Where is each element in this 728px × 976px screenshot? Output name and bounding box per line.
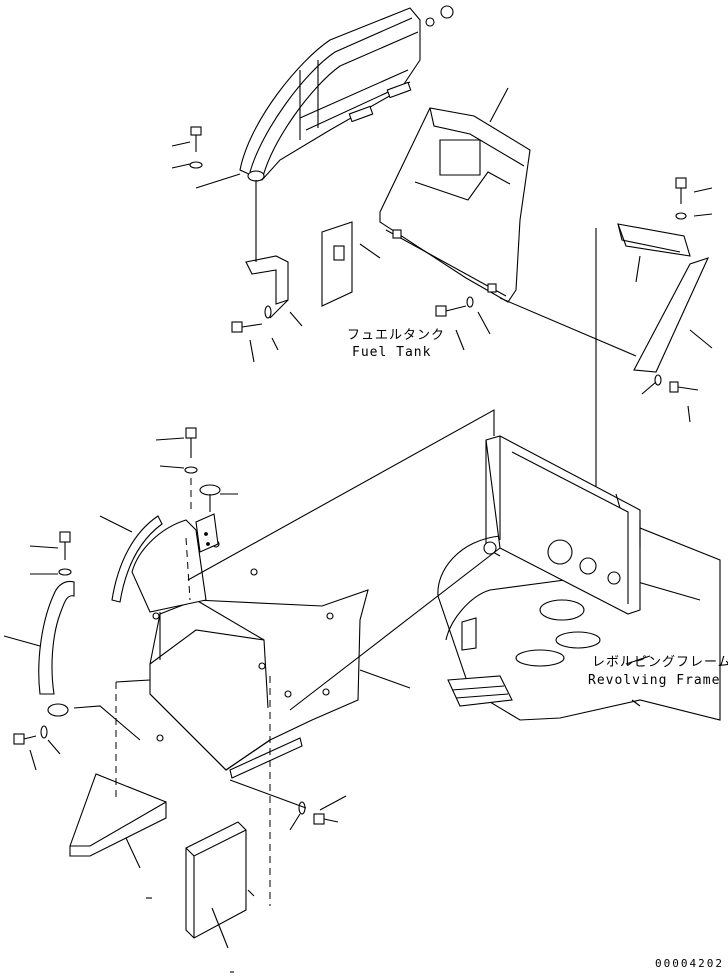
bolt bbox=[184, 427, 198, 474]
nut bbox=[425, 5, 454, 27]
seal-strip bbox=[99, 515, 163, 603]
bolt bbox=[675, 177, 687, 220]
bolt bbox=[189, 126, 203, 169]
revolving-frame bbox=[437, 435, 721, 721]
tank-bracket bbox=[321, 221, 381, 307]
fuel-tank-label-ja: フュエルタンク bbox=[347, 328, 446, 343]
fuel-tank bbox=[131, 519, 411, 779]
engine-cover bbox=[379, 87, 531, 303]
bolt bbox=[58, 531, 72, 576]
bolt bbox=[231, 305, 272, 333]
pad-rectangular bbox=[185, 821, 247, 949]
revolving-frame-label-ja: レボルビングフレーム bbox=[592, 655, 728, 670]
small-cover-bracket bbox=[617, 223, 691, 283]
pad-triangular bbox=[69, 773, 167, 899]
bolt bbox=[298, 801, 339, 825]
handrail-guard bbox=[239, 7, 421, 182]
bolt bbox=[435, 296, 474, 317]
side-cover-panel bbox=[633, 257, 713, 373]
fuel-tank-label-en: Fuel Tank bbox=[352, 345, 432, 360]
bolt bbox=[13, 725, 48, 745]
filler-cap bbox=[199, 484, 238, 512]
filler-pipe bbox=[3, 580, 75, 717]
drawing-number: 00004202 bbox=[655, 957, 724, 970]
mount-plate bbox=[195, 513, 219, 553]
revolving-frame-label-en: Revolving Frame bbox=[588, 673, 721, 688]
bolt bbox=[654, 374, 699, 393]
mounting-bracket bbox=[245, 180, 289, 305]
